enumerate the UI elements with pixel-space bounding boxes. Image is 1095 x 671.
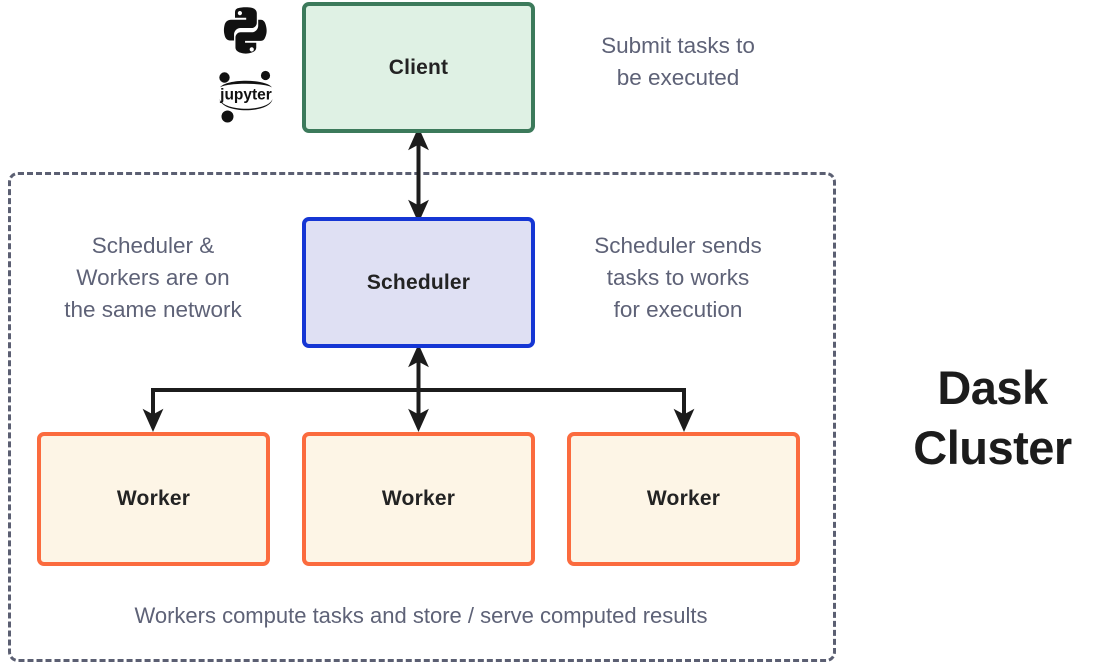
annotation-submit-tasks: Submit tasks to be executed	[601, 33, 755, 90]
annotation-same-network: Scheduler & Workers are on the same netw…	[64, 233, 242, 322]
python-logo-icon	[219, 6, 273, 67]
jupyter-logo-icon: jupyter	[214, 68, 278, 129]
dask-cluster-title: Dask Cluster	[913, 361, 1072, 475]
node-worker-1-label: Worker	[116, 487, 191, 510]
node-worker-1[interactable]: Worker	[37, 432, 270, 566]
dask-cluster-boundary	[8, 172, 836, 662]
node-worker-2[interactable]: Worker	[302, 432, 535, 566]
node-worker-3[interactable]: Worker	[567, 432, 800, 566]
svg-text:jupyter: jupyter	[219, 87, 272, 104]
annotation-workers-compute: Workers compute tasks and store / serve …	[134, 603, 708, 628]
annotation-scheduler-sends: Scheduler sends tasks to works for execu…	[594, 233, 762, 322]
node-client-label: Client	[388, 55, 449, 79]
node-worker-2-label: Worker	[381, 487, 456, 510]
node-client[interactable]: Client	[302, 2, 535, 133]
node-worker-3-label: Worker	[646, 487, 721, 510]
node-scheduler-label: Scheduler	[366, 270, 471, 294]
node-scheduler[interactable]: Scheduler	[302, 217, 535, 348]
